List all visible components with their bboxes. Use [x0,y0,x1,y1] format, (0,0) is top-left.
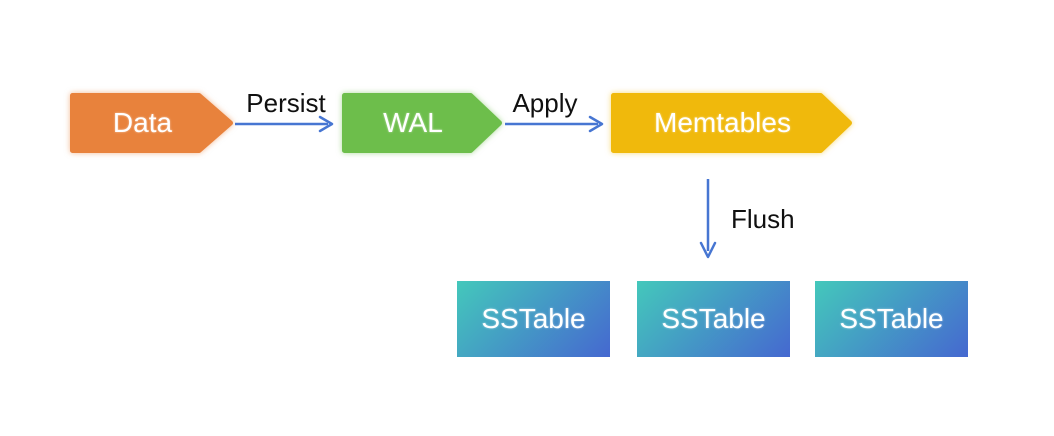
data-node: Data [70,93,233,153]
data-node-shape [70,93,233,153]
sstable-node-3-label: SSTable [839,303,944,334]
sstable-node-1-label: SSTable [481,303,586,334]
sstable-row: SSTable SSTable SSTable [457,281,970,357]
apply-arrow-line [505,115,604,133]
apply-edge-label: Apply [512,88,578,118]
flush-arrow-line [699,179,717,259]
memtables-node: Memtables [611,93,852,153]
persist-arrow-line [235,115,334,133]
sstable-node-2-label: SSTable [661,303,766,334]
flush-arrow [699,179,717,259]
memtables-node-shape [611,93,852,153]
sstable-node-3: SSTable [815,281,968,357]
flush-edge-label: Flush [731,204,795,234]
sstable-node-1: SSTable [457,281,610,357]
wal-node-shape [342,93,502,153]
persist-arrow [235,115,334,133]
wal-node: WAL [342,93,502,153]
sstable-node-2: SSTable [637,281,790,357]
persist-edge-label: Persist [246,88,326,118]
apply-arrow [505,115,604,133]
